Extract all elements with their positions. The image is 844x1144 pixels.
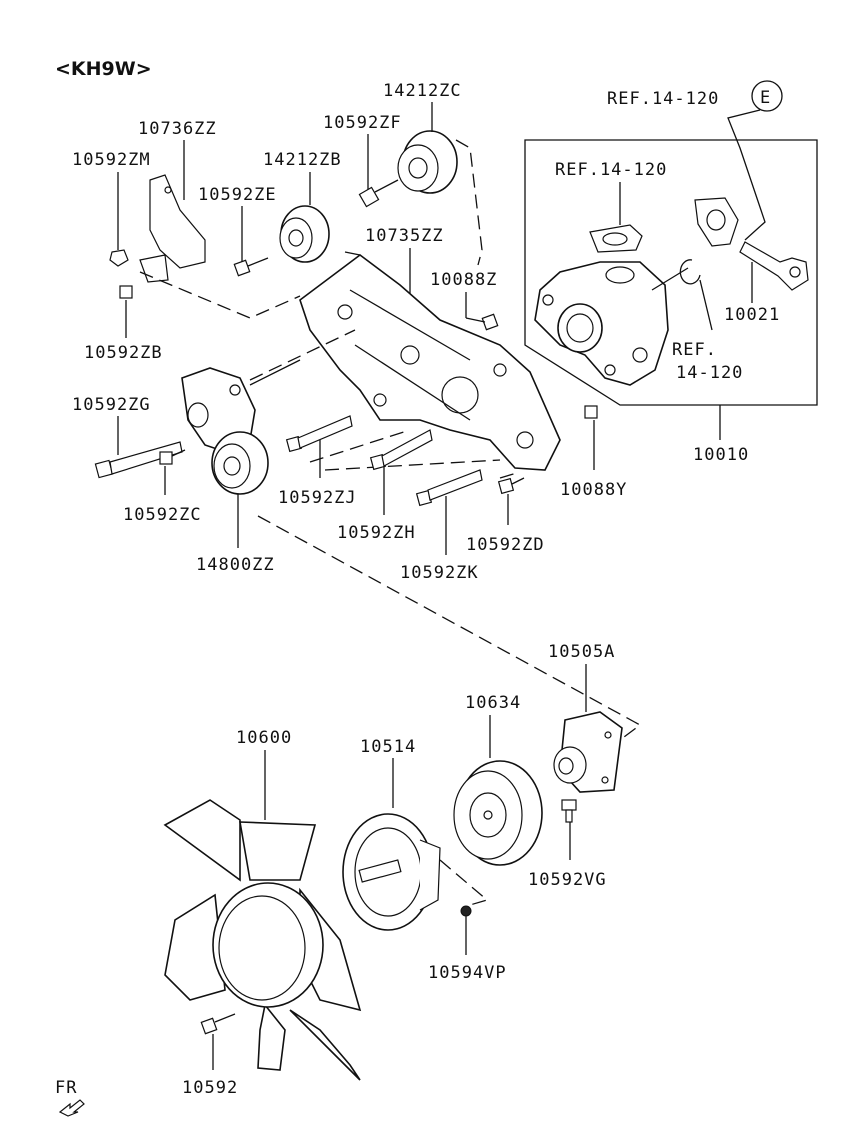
label-10592ZJ: 10592ZJ — [278, 488, 357, 508]
label-10088Y: 10088Y — [560, 480, 627, 500]
label-10592ZC: 10592ZC — [123, 505, 202, 525]
label-10010: 10010 — [693, 445, 749, 465]
main-bracket-10735ZZ — [299, 254, 561, 471]
label-10592ZE: 10592ZE — [198, 185, 277, 205]
ref-inner-bottom-1: REF. — [672, 340, 717, 360]
label-14212ZC: 14212ZC — [383, 81, 462, 101]
bolt-10592ZD — [497, 477, 525, 495]
label-10600: 10600 — [236, 728, 292, 748]
nut-10592ZM — [109, 249, 129, 267]
o-ring — [679, 259, 701, 285]
fr-label: FR — [55, 1078, 77, 1098]
label-10592ZH: 10592ZH — [337, 523, 416, 543]
label-10514: 10514 — [360, 737, 416, 757]
bolt-10088Z — [465, 313, 499, 331]
water-pump-group-box — [524, 139, 818, 406]
bolt-10088Y — [584, 405, 598, 419]
bolt-10592ZJ — [285, 415, 353, 453]
idler-pulley-14212ZB — [279, 205, 330, 263]
bolt-10592ZF — [358, 179, 399, 208]
label-10592ZF: 10592ZF — [323, 113, 402, 133]
label-10505A: 10505A — [548, 642, 615, 662]
bolt-10592ZK — [415, 469, 483, 507]
fan-bracket-10505A — [553, 711, 623, 793]
bolt-10592ZB — [119, 285, 133, 299]
label-10592ZD: 10592ZD — [466, 535, 545, 555]
label-10592ZG: 10592ZG — [72, 395, 151, 415]
nut-10594VP — [460, 905, 472, 917]
label-10634: 10634 — [465, 693, 521, 713]
label-10592ZM: 10592ZM — [72, 150, 151, 170]
water-pump-body — [534, 261, 669, 386]
model-code-label: <KH9W> — [55, 58, 152, 80]
idler-pulley-14212ZC — [397, 130, 458, 194]
front-arrow-icon — [58, 1099, 85, 1117]
fan-clutch-10514 — [342, 813, 441, 931]
label-10592: 10592 — [182, 1078, 238, 1098]
label-10736ZZ: 10736ZZ — [138, 119, 217, 139]
ref-inner-top: REF.14-120 — [555, 160, 667, 180]
label-10592ZK: 10592ZK — [400, 563, 479, 583]
tensioner-pulley-14800ZZ — [211, 431, 269, 495]
gasket-upper — [589, 224, 643, 253]
bracket-10736ZZ — [139, 174, 206, 283]
ref-e-circle-letter: E — [760, 88, 771, 108]
bolt-10592ZC — [159, 449, 186, 465]
label-10592VG: 10592VG — [528, 870, 607, 890]
ref-e-text: REF.14-120 — [607, 89, 719, 109]
ref-e-circle — [751, 80, 783, 112]
bolt-10592VG — [561, 799, 577, 823]
fan-pulley-10634 — [453, 760, 543, 866]
bolt-10592ZG — [94, 441, 183, 479]
label-14212ZB: 14212ZB — [263, 150, 342, 170]
label-14800ZZ: 14800ZZ — [196, 555, 275, 575]
label-10594VP: 10594VP — [428, 963, 507, 983]
label-10735ZZ: 10735ZZ — [365, 226, 444, 246]
label-10021: 10021 — [724, 305, 780, 325]
label-10088Z: 10088Z — [430, 270, 497, 290]
label-10592ZB: 10592ZB — [84, 343, 163, 363]
pipe-part-10021 — [739, 241, 809, 291]
bolt-10592ZH — [369, 429, 433, 471]
ref-inner-bottom-2: 14-120 — [676, 363, 743, 383]
cooling-fan-10600 — [163, 799, 362, 1081]
bolt-10592ZE — [233, 257, 269, 277]
bolt-10592 — [200, 1013, 236, 1035]
gasket-right — [694, 197, 739, 247]
